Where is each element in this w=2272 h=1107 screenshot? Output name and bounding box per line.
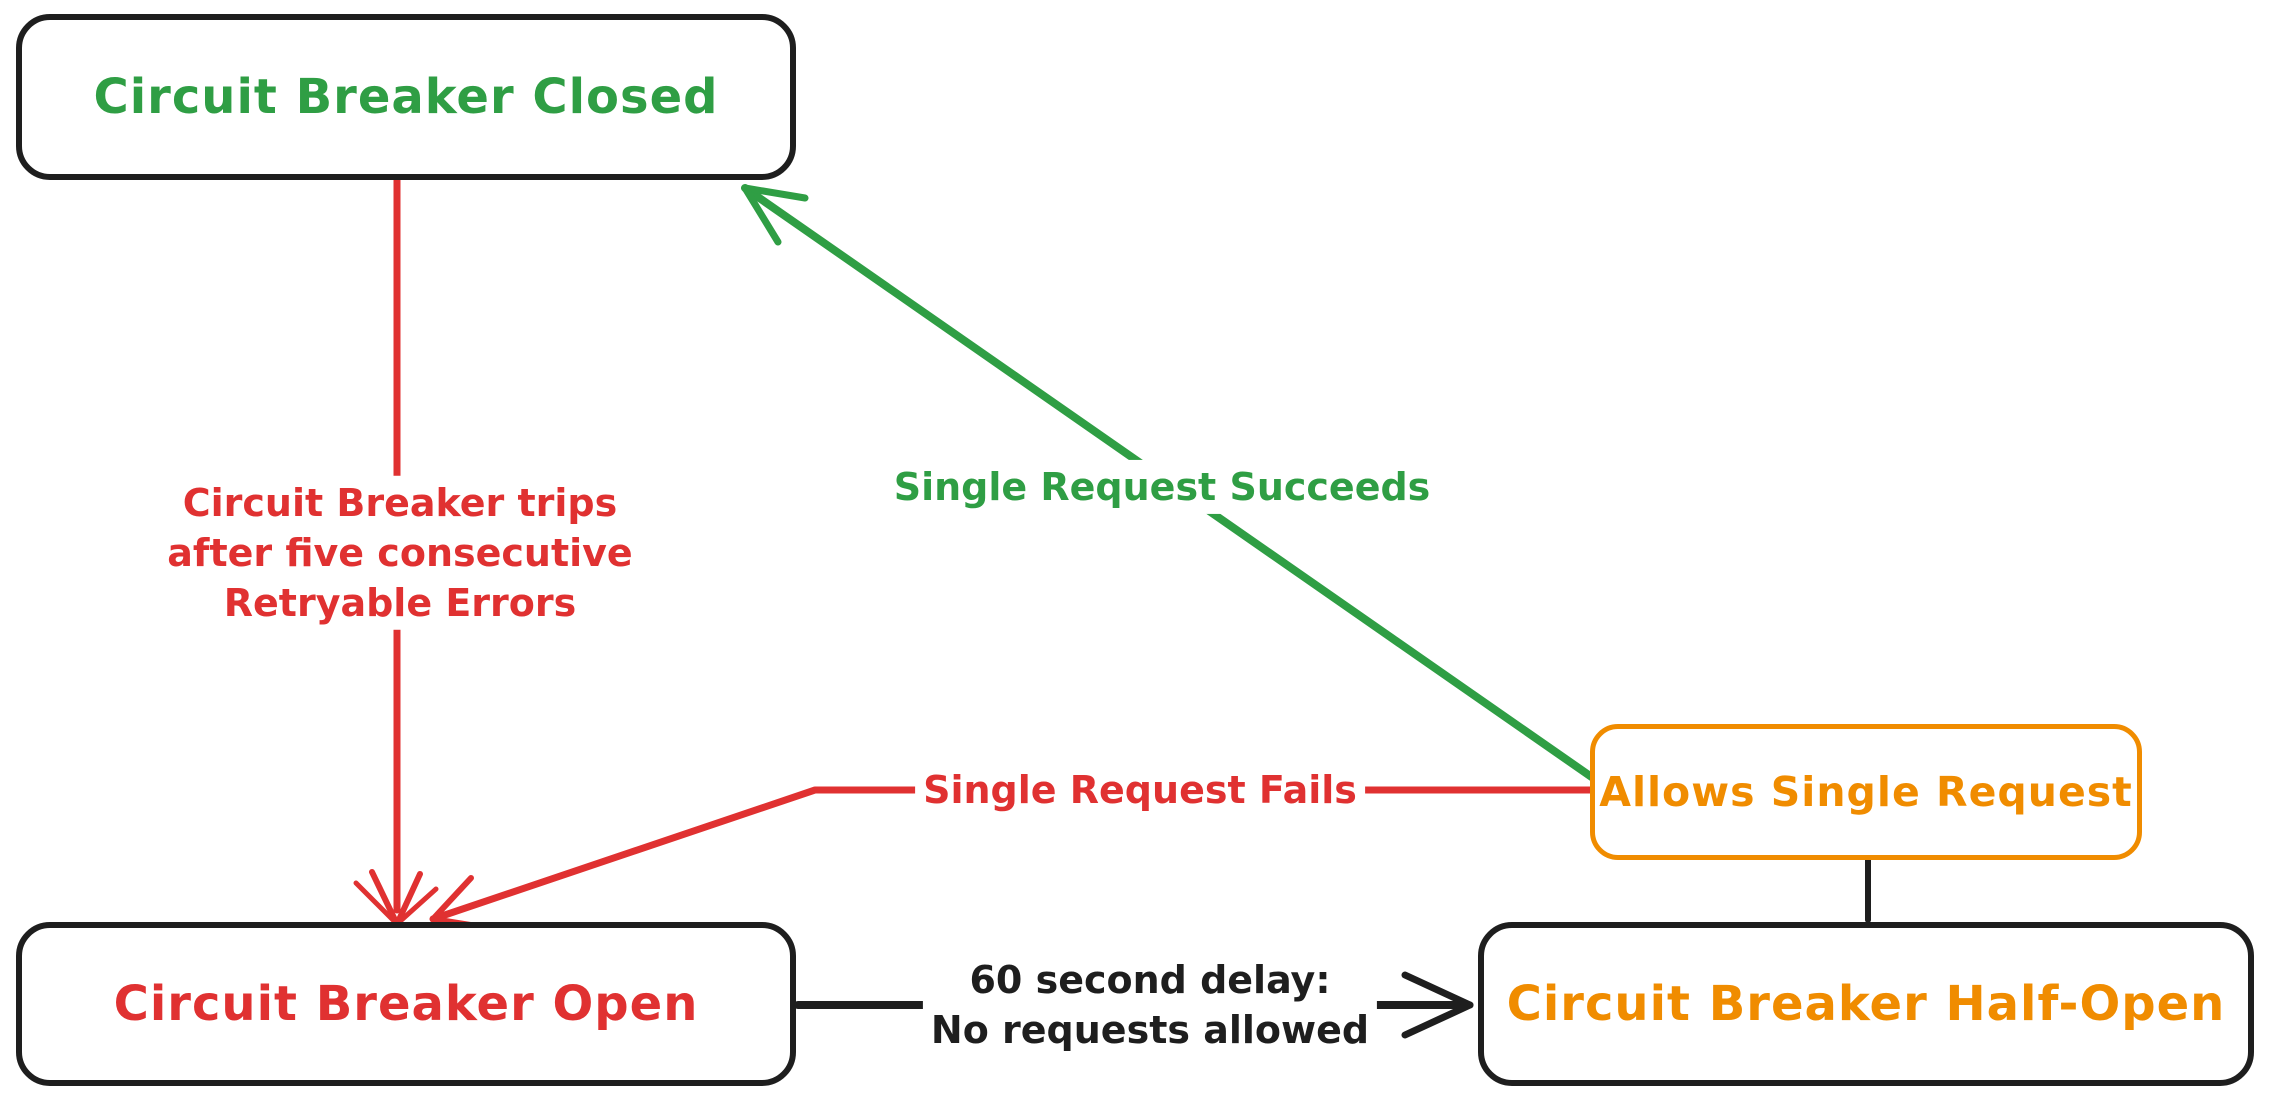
edge-label-delay: 60 second delay: No requests allowed: [922, 952, 1378, 1058]
node-circuit-breaker-half-open: Circuit Breaker Half-Open: [1478, 922, 2254, 1086]
node-circuit-breaker-half-open-label: Circuit Breaker Half-Open: [1506, 976, 2226, 1032]
edge-label-trip: Circuit Breaker trips after five consecu…: [159, 475, 641, 631]
node-allows-single-request: Allows Single Request: [1590, 724, 2142, 860]
edge-label-succeeds: Single Request Succeeds: [885, 459, 1439, 515]
node-circuit-breaker-closed: Circuit Breaker Closed: [16, 14, 796, 180]
node-circuit-breaker-closed-label: Circuit Breaker Closed: [93, 69, 719, 125]
node-allows-single-request-label: Allows Single Request: [1599, 768, 2133, 816]
edge-label-fails: Single Request Fails: [915, 762, 1365, 818]
node-circuit-breaker-open: Circuit Breaker Open: [16, 922, 796, 1086]
node-circuit-breaker-open-label: Circuit Breaker Open: [113, 976, 699, 1032]
